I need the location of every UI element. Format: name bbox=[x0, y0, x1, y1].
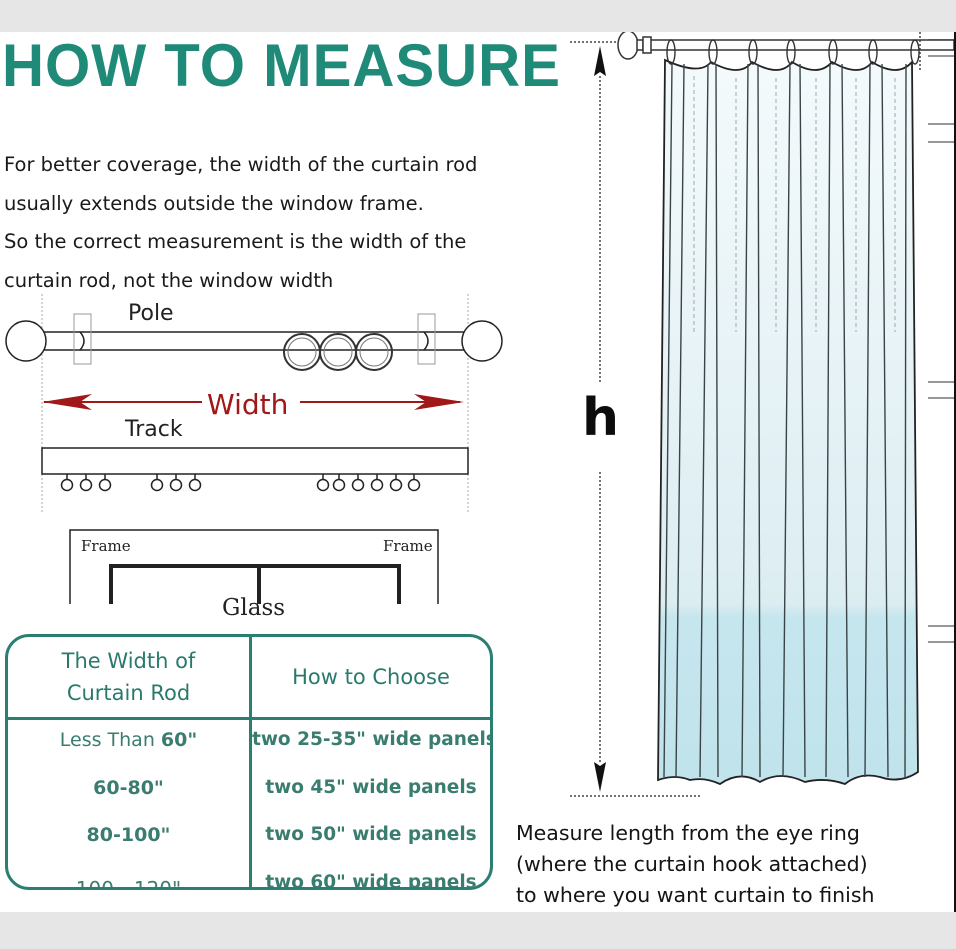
height-arrow-down-icon bbox=[594, 762, 606, 792]
table-cell-rod-width: 80-100" bbox=[86, 824, 171, 846]
track-hook-ring bbox=[169, 478, 183, 492]
track-label: Track bbox=[124, 417, 183, 442]
page-title: HOW TO MEASURE bbox=[2, 32, 561, 99]
table-cell-choice: two 50" wide panels bbox=[265, 824, 477, 845]
pole-label: Pole bbox=[128, 301, 174, 326]
track-hook-ring bbox=[370, 478, 384, 492]
width-label: Width bbox=[207, 388, 288, 421]
image-edge bbox=[954, 32, 956, 912]
rod-width-prefix: Less Than bbox=[59, 729, 161, 751]
curtain-fold-line bbox=[864, 63, 871, 778]
size-guide-table: The Width of Curtain Rod How to Choose L… bbox=[5, 634, 493, 890]
curtain-folds bbox=[663, 63, 907, 778]
curtain-fold-line bbox=[841, 63, 849, 778]
rod-width-value: 60" bbox=[160, 729, 198, 751]
height-arrow-up-icon bbox=[594, 46, 606, 76]
curtain-fold-line bbox=[663, 63, 673, 778]
width-arrow bbox=[42, 394, 464, 410]
curtain-fold-line bbox=[825, 63, 831, 778]
table-cell-rod-width: Less Than 60" bbox=[8, 729, 249, 751]
note-line: (where the curtain hook attached) bbox=[516, 852, 868, 876]
curtain-fold-line bbox=[799, 63, 806, 778]
table-header-rod-width: The Width of Curtain Rod bbox=[8, 637, 249, 717]
table-cell-rod-width: 60-80" bbox=[93, 777, 164, 799]
intro-line: usually extends outside the window frame… bbox=[4, 191, 424, 215]
window-frame bbox=[69, 529, 439, 604]
curtain-fold-line bbox=[741, 63, 749, 778]
curtain-rings bbox=[666, 39, 920, 65]
track-hook-ring bbox=[389, 478, 403, 492]
track-hook-ring bbox=[60, 478, 74, 492]
height-label: h bbox=[582, 388, 620, 448]
header-line: Curtain Rod bbox=[66, 681, 191, 705]
frame-left-label: Frame bbox=[81, 537, 131, 555]
track-hook-ring bbox=[407, 478, 421, 492]
curtain-fold-line bbox=[904, 63, 907, 778]
curtain-ring bbox=[786, 39, 796, 65]
track-hook-ring bbox=[150, 478, 164, 492]
intro-text: For better coverage, the width of the cu… bbox=[4, 146, 594, 300]
curtain-fold-line bbox=[757, 63, 761, 778]
glass-label: Glass bbox=[222, 595, 285, 621]
infographic-canvas: HOW TO MEASURE For better coverage, the … bbox=[0, 32, 954, 912]
table-column-divider bbox=[249, 637, 252, 887]
table-cell-rod-width: 100 - 120" bbox=[75, 877, 182, 890]
curtain-rod bbox=[617, 32, 954, 72]
curtain-ring bbox=[666, 39, 676, 65]
table-header-divider bbox=[8, 717, 490, 720]
window-sill-lines bbox=[928, 39, 954, 643]
curtain-fold-line bbox=[715, 63, 719, 778]
note-line: to where you want curtain to finish bbox=[516, 883, 875, 907]
curtain-ring bbox=[910, 39, 920, 65]
pole-illustration bbox=[5, 313, 503, 371]
length-measurement-note: Measure length from the eye ring (where … bbox=[516, 818, 875, 911]
header-line: How to Choose bbox=[292, 665, 450, 689]
table-cell-choice: two 25-35" wide panels bbox=[252, 729, 493, 750]
track-hook-ring bbox=[316, 478, 330, 492]
track-hook-ring bbox=[188, 478, 202, 492]
curtain-ring bbox=[828, 39, 838, 65]
curtain-ring bbox=[748, 39, 758, 65]
track-hook-ring bbox=[351, 478, 365, 492]
curtain-illustration bbox=[657, 39, 920, 786]
curtain-ring bbox=[708, 39, 718, 65]
curtain-ring bbox=[868, 39, 878, 65]
intro-line: So the correct measurement is the width … bbox=[4, 230, 467, 253]
track-hook-ring bbox=[79, 478, 93, 492]
measurement-diagram: Pole Width Track Frame Frame Glass bbox=[5, 32, 954, 797]
intro-line: For better coverage, the width of the cu… bbox=[4, 153, 478, 176]
track-hook-ring bbox=[98, 478, 112, 492]
track-hooks bbox=[60, 474, 421, 492]
table-cell-choice: two 45" wide panels bbox=[265, 777, 477, 798]
table-header-how-to-choose: How to Choose bbox=[252, 637, 490, 717]
note-line: Measure length from the eye ring bbox=[516, 821, 860, 845]
frame-right-label: Frame bbox=[383, 537, 433, 555]
curtain-fold-line bbox=[675, 63, 685, 778]
track-illustration bbox=[41, 447, 469, 492]
intro-line: curtain rod, not the window width bbox=[4, 268, 334, 292]
curtain-fold-line bbox=[699, 63, 709, 778]
table-cell-choice: two 60" wide panels bbox=[265, 872, 477, 890]
curtain-fold-line bbox=[881, 63, 889, 778]
header-line: The Width of bbox=[61, 649, 196, 673]
curtain-fold-line bbox=[782, 63, 791, 778]
track-hook-ring bbox=[332, 478, 346, 492]
